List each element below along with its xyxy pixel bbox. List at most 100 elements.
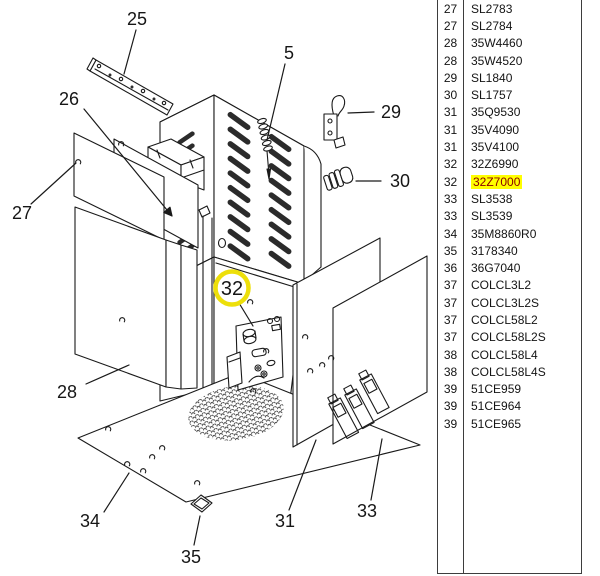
leader-5 [266,63,286,141]
label-sticker [327,393,360,440]
table-row: 39 51CE965 [438,415,581,432]
rail-25 [86,57,174,116]
callout-27: 27 [12,203,32,223]
igniter-5 [257,117,273,180]
item-number-cell: 33 [443,209,458,224]
item-number-cell: 39 [443,382,458,397]
part-number-text: 51CE959 [471,382,522,397]
part-number-cell: SL2784 [463,19,512,33]
item-number-cell: 34 [443,226,458,241]
item-number-cell: 37 [443,295,458,310]
part-number-text: COLCL58L4 [471,347,538,362]
part-number-cell: 32Z6990 [463,157,518,171]
callout-34: 34 [80,511,100,531]
table-row: 34 35M8860R0 [438,225,581,242]
item-number-cell: 39 [443,416,458,431]
part-number-cell: 35W4460 [463,36,522,50]
part-number-text: COLCL3L2 [471,278,532,293]
callout-32: 32 [221,278,243,300]
part-number-text: SL3539 [471,209,513,224]
part-number-cell: 51CE965 [463,417,521,431]
leader-33 [370,438,383,501]
part-number-cell: SL3538 [463,192,512,206]
table-row: 28 35W4460 [438,35,581,52]
part-number-text: SL3538 [471,191,513,206]
table-row: 37 COLCL58L2S [438,329,581,346]
clip-29 [323,95,346,149]
part-number-text: COLCL3L2S [471,295,540,310]
item-number-cell: 31 [443,122,458,137]
part-number-text: 32Z6990 [471,157,519,172]
part-number-text: COLCL58L4S [471,364,546,379]
label-sticker [343,384,375,430]
table-row: 33 SL3538 [438,190,581,207]
grommet-35 [190,494,213,513]
table-row: 29 SL1840 [438,69,581,86]
part-number-text: 3178340 [471,243,518,258]
item-number-cell: 37 [443,278,458,293]
callout-29: 29 [381,102,401,122]
part-number-text: 51CE964 [471,399,522,414]
base-panel-34 [77,372,421,503]
table-row: 38 COLCL58L4 [438,346,581,363]
blower-grille [188,385,284,441]
part-number-cell: 35M8860R0 [463,227,536,241]
callout-25: 25 [127,9,147,29]
part-number-cell: 35W4520 [463,54,522,68]
leader-32 [238,302,254,327]
part-number-cell: SL1757 [463,88,512,102]
leader-29 [347,111,375,114]
fitting-30 [323,166,354,191]
control-board-32 [226,315,284,391]
part-number-cell: SL2783 [463,2,512,16]
item-number-cell: 31 [443,140,458,155]
callout-28: 28 [57,382,77,402]
part-number-cell: COLCL58L2 [463,313,538,327]
table-row: 37 COLCL3L2 [438,277,581,294]
part-number-cell: SL3539 [463,209,512,223]
part-number-cell: 35V4090 [463,123,519,137]
item-number-cell: 33 [443,191,458,206]
item-number-cell: 29 [443,70,458,85]
table-row: 30 SL1757 [438,86,581,103]
item-number-cell: 32 [443,157,458,172]
part-number-cell: COLCL3L2S [463,296,539,310]
item-number-cell: 32 [443,174,458,189]
leader-31 [288,439,317,511]
panel-33-door [327,255,428,445]
item-number-cell: 31 [443,105,458,120]
part-number-text: COLCL58L2 [471,312,538,327]
item-number-cell: 30 [443,88,458,103]
item-number-cell: 28 [443,36,458,51]
part-number-cell: COLCL58L4 [463,348,538,362]
part-number-cell: SL1840 [463,71,512,85]
table-row: 31 35V4090 [438,121,581,138]
callout-labels: 25 26 27 5 29 30 28 34 35 31 33 [12,9,410,567]
item-number-cell: 36 [443,261,458,276]
part-number-cell: 35Q9530 [463,105,520,119]
part-number-text: 35Q9530 [471,105,521,120]
item-number-cell: 37 [443,330,458,345]
exploded-diagram: 32 25 26 27 5 29 30 28 34 35 31 33 [12,9,428,567]
highlighted-part-number: 32Z7000 [471,174,523,189]
part-number-text: 36G7040 [471,261,521,276]
part-number-cell: COLCL58L2S [463,330,546,344]
part-number-text: 35W4520 [471,53,523,68]
part-number-text: 35M8860R0 [471,226,537,241]
part-number-cell: 36G7040 [463,261,520,275]
table-row: 33 SL3539 [438,208,581,225]
part-number-text: 35W4460 [471,36,523,51]
table-row: 32 32Z7000 [438,173,581,190]
item-number-cell: 38 [443,347,458,362]
leader-26 [83,108,168,211]
yellow-highlight-ring [213,269,251,307]
table-row: 31 35Q9530 [438,104,581,121]
